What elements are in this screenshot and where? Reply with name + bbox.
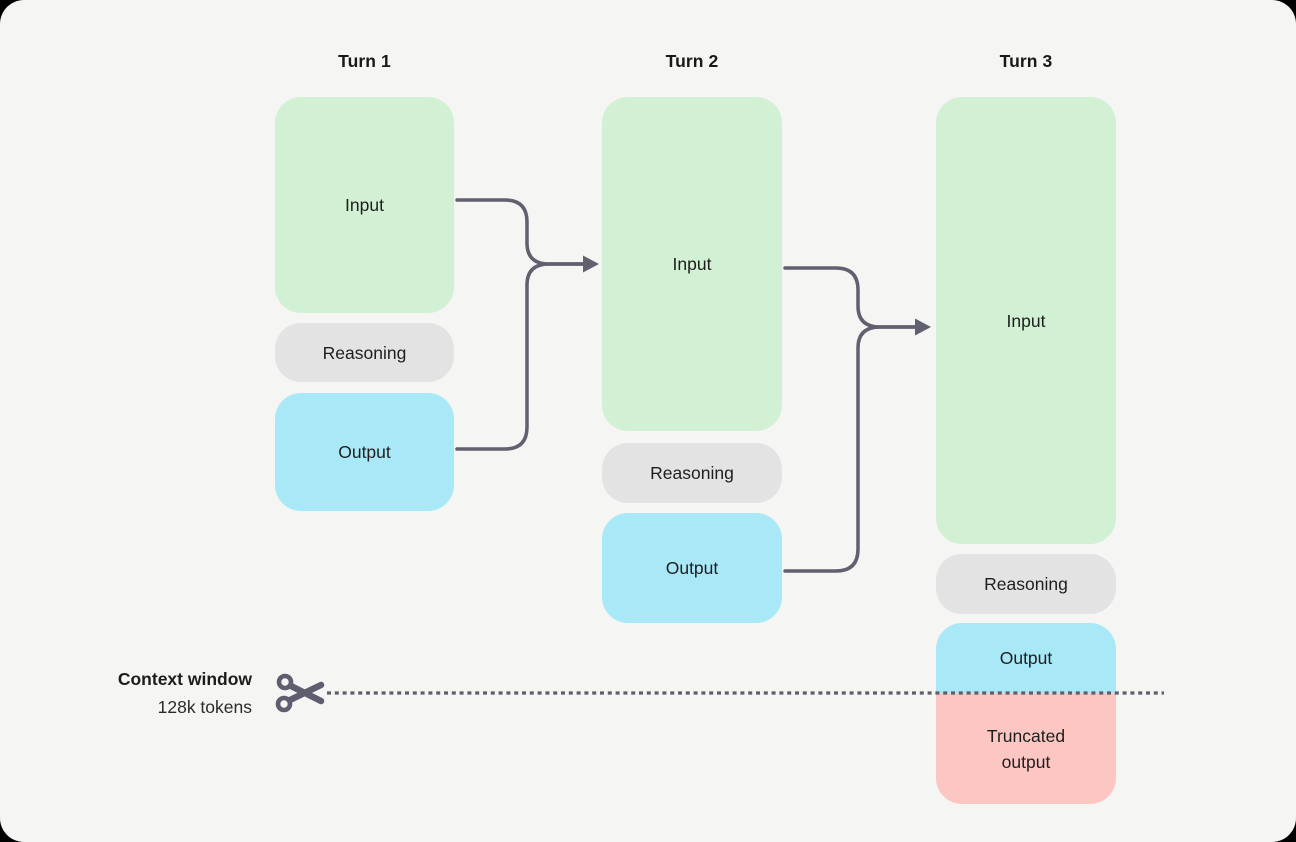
turn1-input-label: Input — [345, 195, 384, 215]
turn2-output-box: Output — [602, 513, 782, 623]
turn1-input-box: Input — [275, 97, 454, 313]
turn2-reasoning-label: Reasoning — [650, 463, 734, 483]
turn1-output-label: Output — [338, 442, 391, 462]
turn3-header: Turn 3 — [999, 51, 1053, 71]
turn3-reasoning-label: Reasoning — [984, 574, 1068, 594]
turn2-header: Turn 2 — [665, 51, 719, 71]
turn3-output-box: Output — [936, 623, 1116, 693]
turn3-input-label: Input — [1006, 310, 1046, 331]
turn2-reasoning-box: Reasoning — [602, 443, 782, 503]
turn3-truncated-output-label: Truncated output — [986, 725, 1066, 772]
turn1-reasoning-box: Reasoning — [275, 323, 454, 382]
turn1-header: Turn 1 — [338, 51, 391, 71]
turn3-output-label: Output — [999, 648, 1053, 668]
turn1-to-turn2-connector — [455, 198, 586, 451]
turn2-input-box: Input — [602, 97, 782, 431]
context-window-size: 128k tokens — [157, 697, 252, 717]
turn3-input-box: Input — [936, 97, 1116, 544]
context-window-title: Context window — [117, 669, 252, 689]
turn3-arrowhead-icon — [915, 318, 931, 336]
turn2-input-label: Input — [672, 254, 712, 274]
scissors-icon — [275, 673, 325, 713]
turn3-truncated-output-box: Truncated output — [936, 693, 1116, 804]
turn2-to-turn3-connector — [783, 266, 918, 573]
context-window-label: Context window 128k tokens — [60, 665, 252, 721]
turn1-output-box: Output — [275, 393, 454, 511]
turn3-reasoning-box: Reasoning — [936, 554, 1116, 614]
turn2-output-label: Output — [665, 558, 719, 578]
turn2-arrowhead-icon — [583, 255, 599, 273]
turn1-reasoning-label: Reasoning — [322, 342, 407, 363]
